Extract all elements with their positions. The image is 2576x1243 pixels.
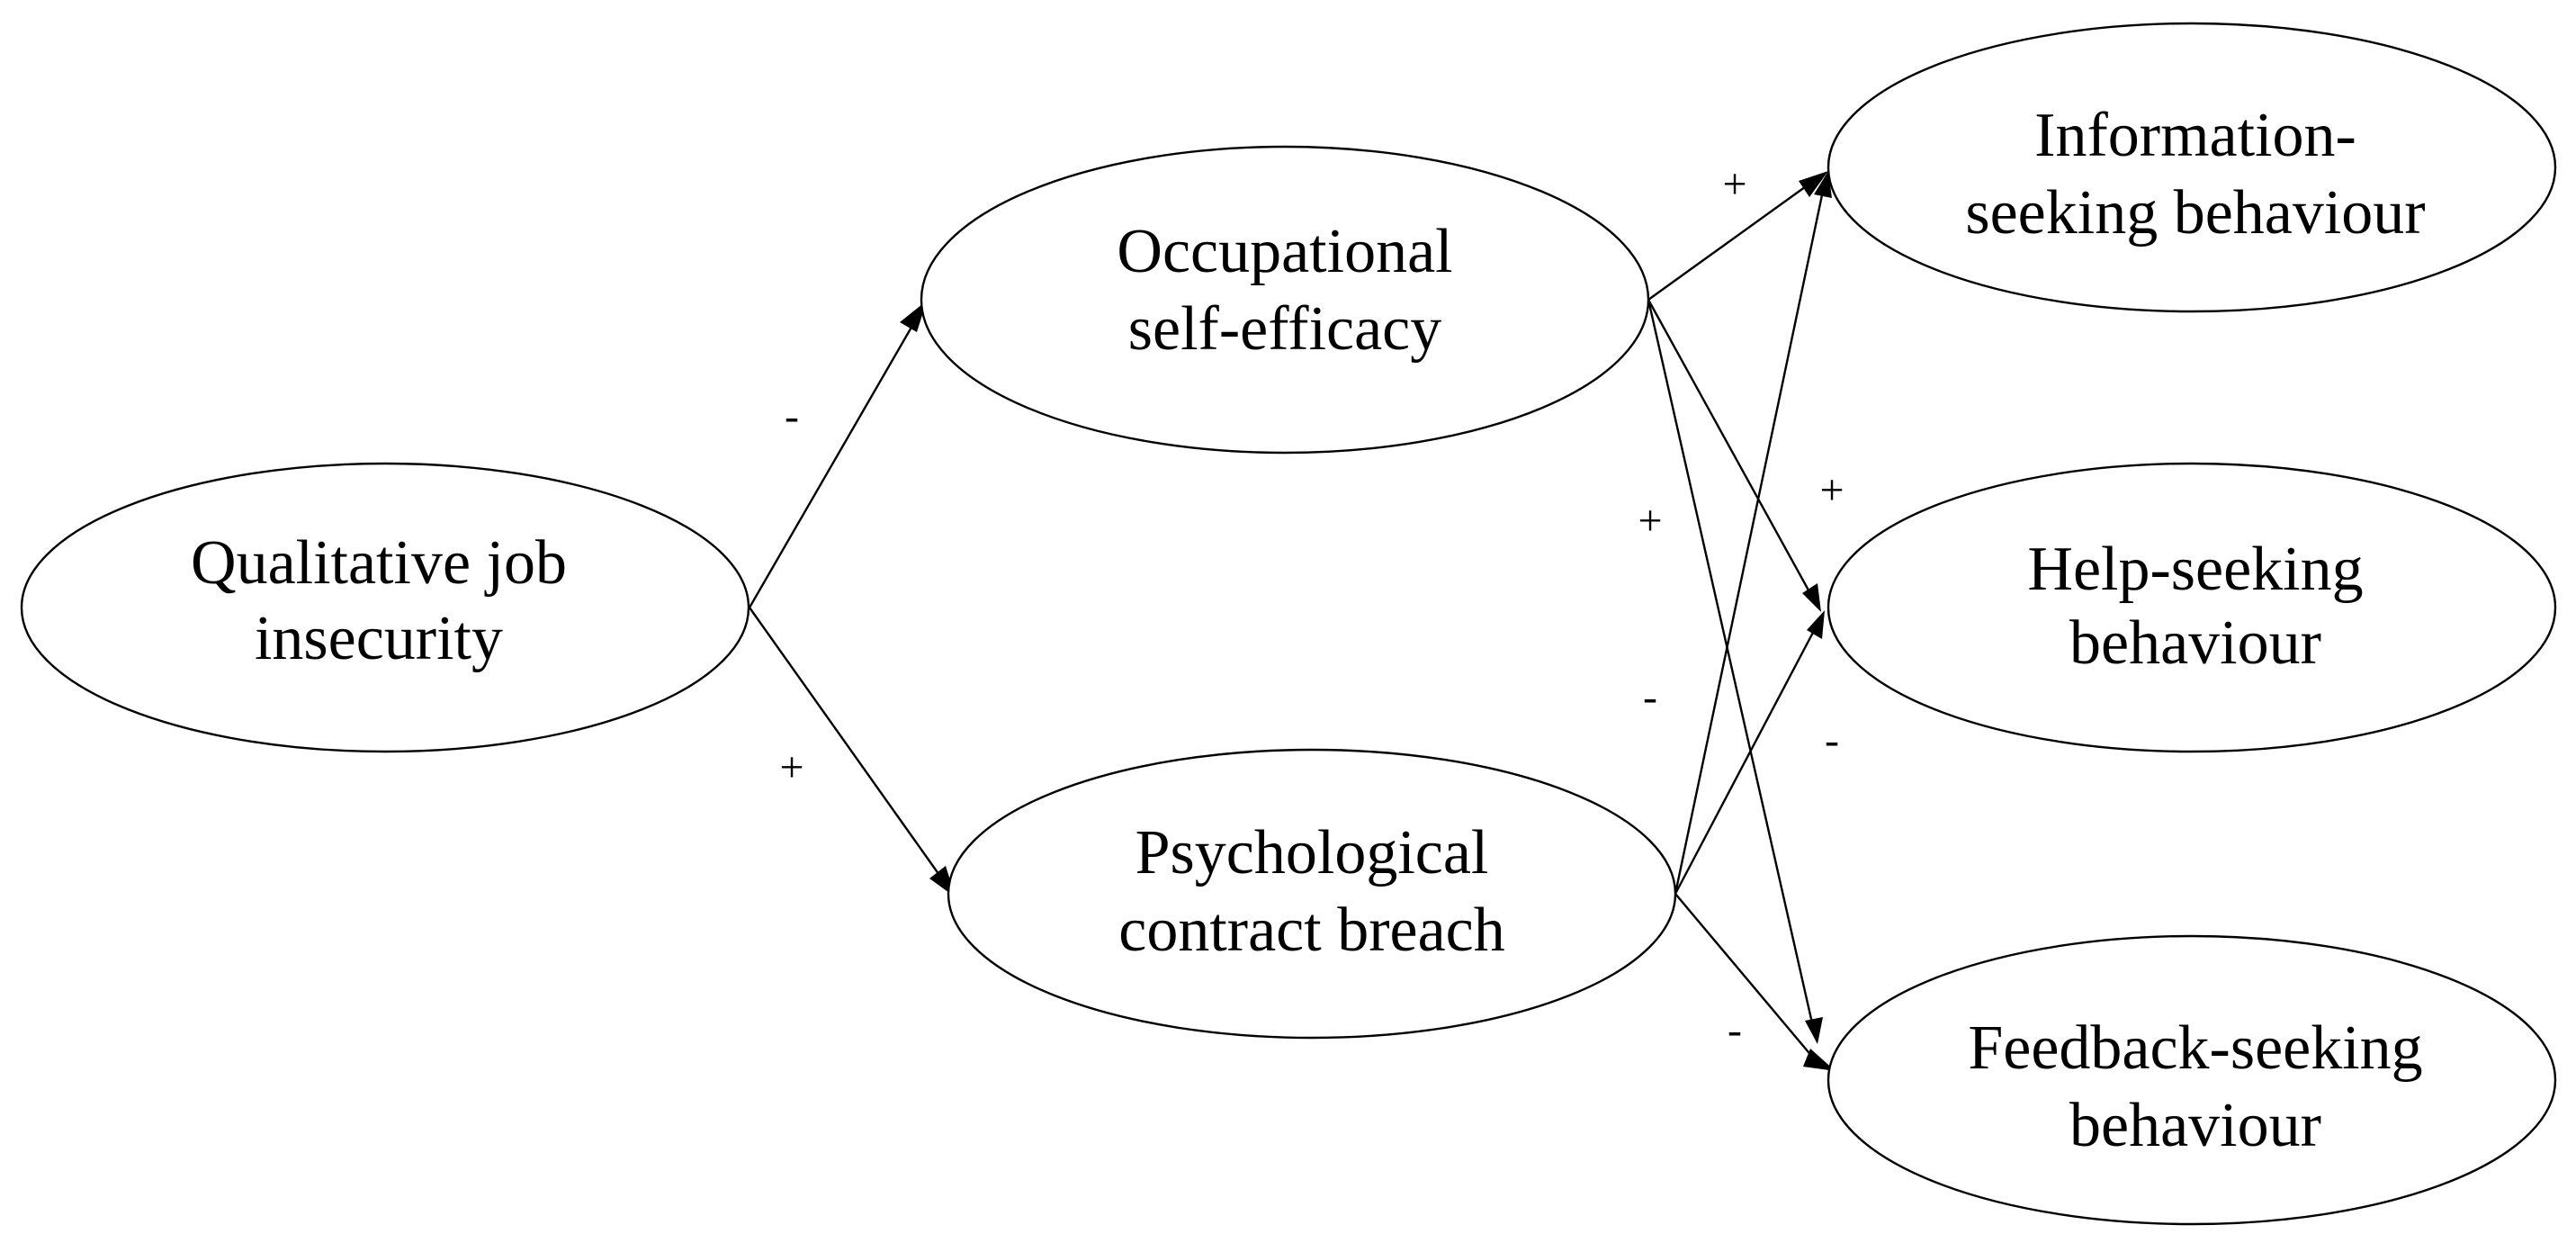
node-occupational-self-efficacy: Occupational self-efficacy [920,145,1650,455]
node-label-line-2: seeking behaviour [1965,178,2425,248]
node-label-line-1: Occupational [1117,217,1452,286]
arrow-head [1803,1049,1836,1071]
node-feedback-seeking-behaviour: Feedback-seeking behaviour [1827,934,2557,1226]
node-help-seeking-behaviour: Help-seeking behaviour [1827,462,2557,753]
edge-qualitative-to-occupational [748,312,921,608]
edge-qualitative-to-psychological [749,607,947,885]
edge-psychological-to-help [1674,626,1818,895]
sign-qualitative-to-psychological: + [779,743,803,791]
node-ellipse [1827,462,2557,753]
sign-occupational-to-help: + [1819,466,1844,514]
node-label-line-2: contract breach [1118,896,1504,965]
arrow-head [1814,171,1832,198]
edge-occupational-to-help [1647,299,1814,598]
node-label-line-1: Help-seeking [2027,535,2363,604]
node-label-line-1: Psychological [1135,818,1489,887]
sign-psychological-to-feedback: - [1728,1006,1742,1054]
node-label-line-1: Qualitative job [191,528,567,598]
arrow-head [1805,1017,1823,1044]
node-ellipse [1827,22,2557,313]
sign-qualitative-to-occupational: - [785,392,799,440]
sign-psychological-to-information: - [1643,673,1657,721]
node-label-line-2: behaviour [2069,1091,2321,1160]
node-ellipse [920,145,1650,455]
node-ellipse [20,462,750,753]
node-qualitative-job-insecurity: Qualitative job insecurity [20,462,750,753]
arrow-head [1807,610,1825,639]
sign-occupational-to-information: + [1722,160,1746,208]
sign-psychological-to-help: - [1825,716,1839,764]
edge-signs: - + + + + - - - [779,160,1844,1054]
node-label-line-1: Information- [2034,101,2356,170]
edge-psychological-to-feedback [1674,893,1814,1058]
node-ellipse [947,748,1677,1040]
arrow-head [900,301,927,332]
node-label-line-2: insecurity [255,604,503,673]
arrow-head [1802,583,1821,612]
edge-occupational-to-information [1647,184,1809,301]
edge-occupational-to-feedback [1647,299,1815,1028]
node-ellipse [1827,934,2557,1226]
sign-occupational-to-feedback: + [1638,497,1662,545]
node-label-line-2: behaviour [2069,608,2321,678]
node-label-line-1: Feedback-seeking [1968,1013,2422,1083]
node-psychological-contract-breach: Psychological contract breach [947,748,1677,1040]
node-information-seeking-behaviour: Information- seeking behaviour [1827,22,2557,313]
edges [748,171,1836,1071]
edge-psychological-to-information [1674,190,1825,895]
node-label-line-2: self-efficacy [1128,294,1441,364]
arrow-head [1799,171,1828,197]
